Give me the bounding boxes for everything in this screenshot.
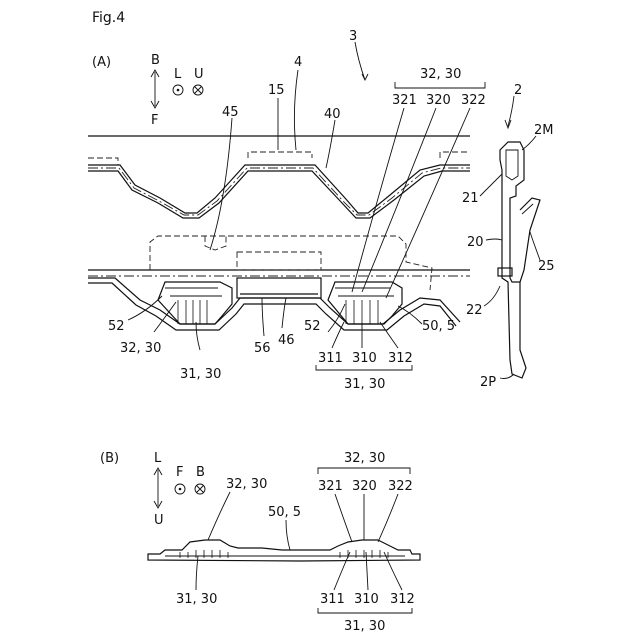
ref-310-b: 310 [354, 592, 379, 607]
ref-25: 25 [538, 259, 555, 274]
ref-312-b: 312 [390, 592, 415, 607]
ref-15: 15 [268, 83, 285, 98]
plate-profile-b [148, 540, 420, 561]
ref-32-30-right-b: 32, 30 [344, 451, 385, 466]
ref-2m: 2M [534, 123, 554, 138]
ref-312: 312 [388, 351, 413, 366]
axis-l-label: L [174, 67, 182, 82]
axis-u-label-b: U [154, 513, 164, 528]
axis-f-label: F [151, 113, 158, 128]
ref-4: 4 [294, 55, 302, 70]
panel-a-label: (A) [92, 55, 111, 70]
ref-3: 3 [349, 29, 357, 44]
ref-31-30-right: 31, 30 [344, 377, 385, 392]
ref-322-b: 322 [388, 479, 413, 494]
ref-22: 22 [466, 303, 483, 318]
ref-320-b: 320 [352, 479, 377, 494]
ref-31-30-left-b: 31, 30 [176, 592, 217, 607]
ref-2: 2 [514, 83, 522, 98]
ref-20: 20 [467, 235, 484, 250]
lower-panel-body [88, 252, 470, 330]
direction-arrow-bf: B F [151, 53, 160, 128]
ref-321-b: 321 [318, 479, 343, 494]
ref-32-30-left-b: 32, 30 [226, 477, 267, 492]
ref-50-5: 50, 5 [422, 319, 455, 334]
axis-u-label: U [194, 67, 204, 82]
direction-symbols-fb: F B [175, 465, 205, 494]
ref-322: 322 [461, 93, 486, 108]
ref-46: 46 [278, 333, 295, 348]
ref-2p: 2P [480, 375, 496, 390]
ref-32-30-left: 32, 30 [120, 341, 161, 356]
ref-52-left: 52 [108, 319, 125, 334]
axis-b-label: B [151, 53, 160, 68]
ref-45: 45 [222, 105, 239, 120]
ref-311: 311 [318, 351, 343, 366]
seal-component-2 [498, 142, 540, 378]
axis-f-label-b: F [176, 465, 183, 480]
panel-b: (B) L U F B [100, 451, 420, 634]
figure-title: Fig.4 [92, 10, 125, 26]
ref-32-30: 32, 30 [420, 67, 461, 82]
ref-31-30-right-b: 31, 30 [344, 619, 385, 634]
axis-b-label-b: B [196, 465, 205, 480]
ref-50-5-b: 50, 5 [268, 505, 301, 520]
ref-321: 321 [392, 93, 417, 108]
ref-40: 40 [324, 107, 341, 122]
upper-panel-body [88, 136, 470, 218]
ref-21: 21 [462, 191, 479, 206]
ref-311-b: 311 [320, 592, 345, 607]
ref-320: 320 [426, 93, 451, 108]
panel-a: (A) B F L U [88, 29, 555, 392]
direction-arrow-lu: L U [154, 451, 164, 528]
panel-b-label: (B) [100, 451, 119, 466]
ref-52-right: 52 [304, 319, 321, 334]
ref-310: 310 [352, 351, 377, 366]
ref-56: 56 [254, 341, 271, 356]
axis-l-label-b: L [154, 451, 162, 466]
direction-symbols-lu: L U [173, 67, 204, 95]
ref-31-30-left: 31, 30 [180, 367, 221, 382]
